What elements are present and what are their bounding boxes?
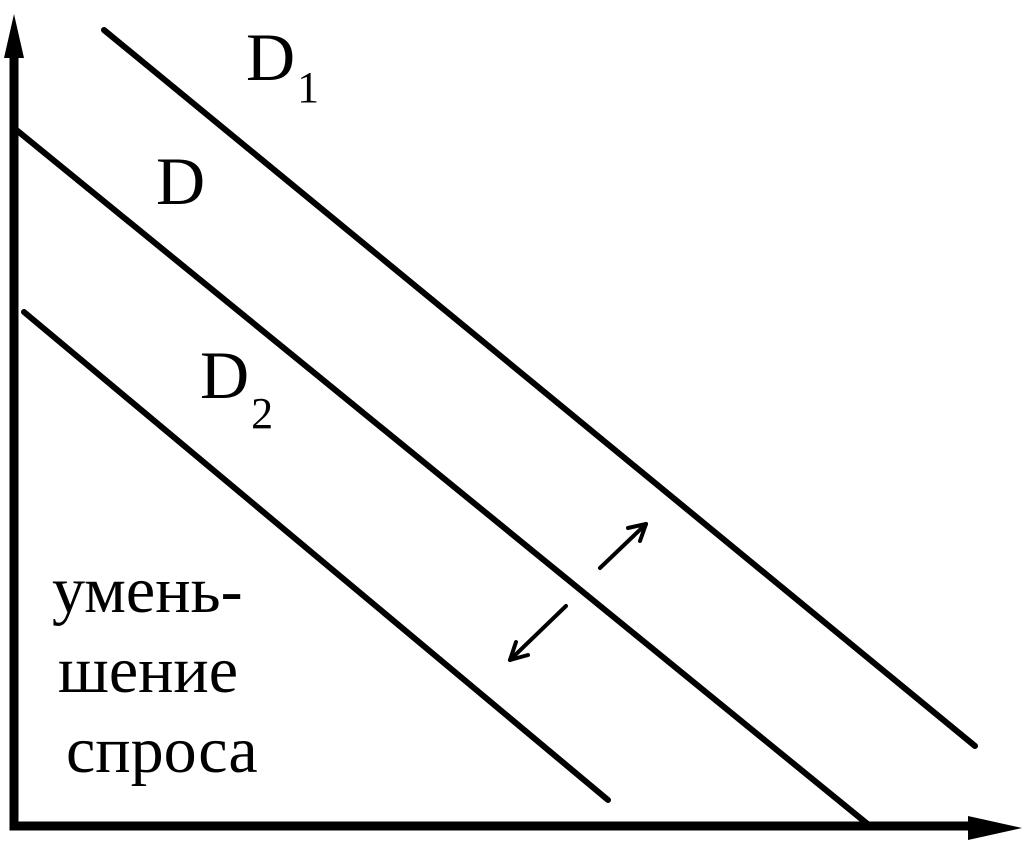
caption-line-1: умень- bbox=[52, 554, 243, 627]
caption-line-2: шение bbox=[58, 634, 238, 707]
label-d2-subscript: 2 bbox=[251, 389, 273, 438]
label-d1-subscript: 1 bbox=[297, 63, 319, 112]
label-d2: D2 bbox=[200, 337, 273, 438]
y-axis-arrowhead bbox=[4, 14, 24, 58]
demand-curve-d bbox=[11, 125, 873, 829]
demand-curve-d1 bbox=[101, 27, 978, 749]
x-axis-arrowhead bbox=[968, 816, 1022, 840]
decrease-arrow bbox=[508, 604, 568, 662]
label-d1: D1 bbox=[246, 19, 319, 112]
demand-curve-d2 bbox=[21, 309, 611, 803]
increase-arrow bbox=[598, 522, 648, 570]
label-d: D bbox=[156, 143, 205, 219]
caption-line-3: спроса bbox=[66, 714, 258, 787]
